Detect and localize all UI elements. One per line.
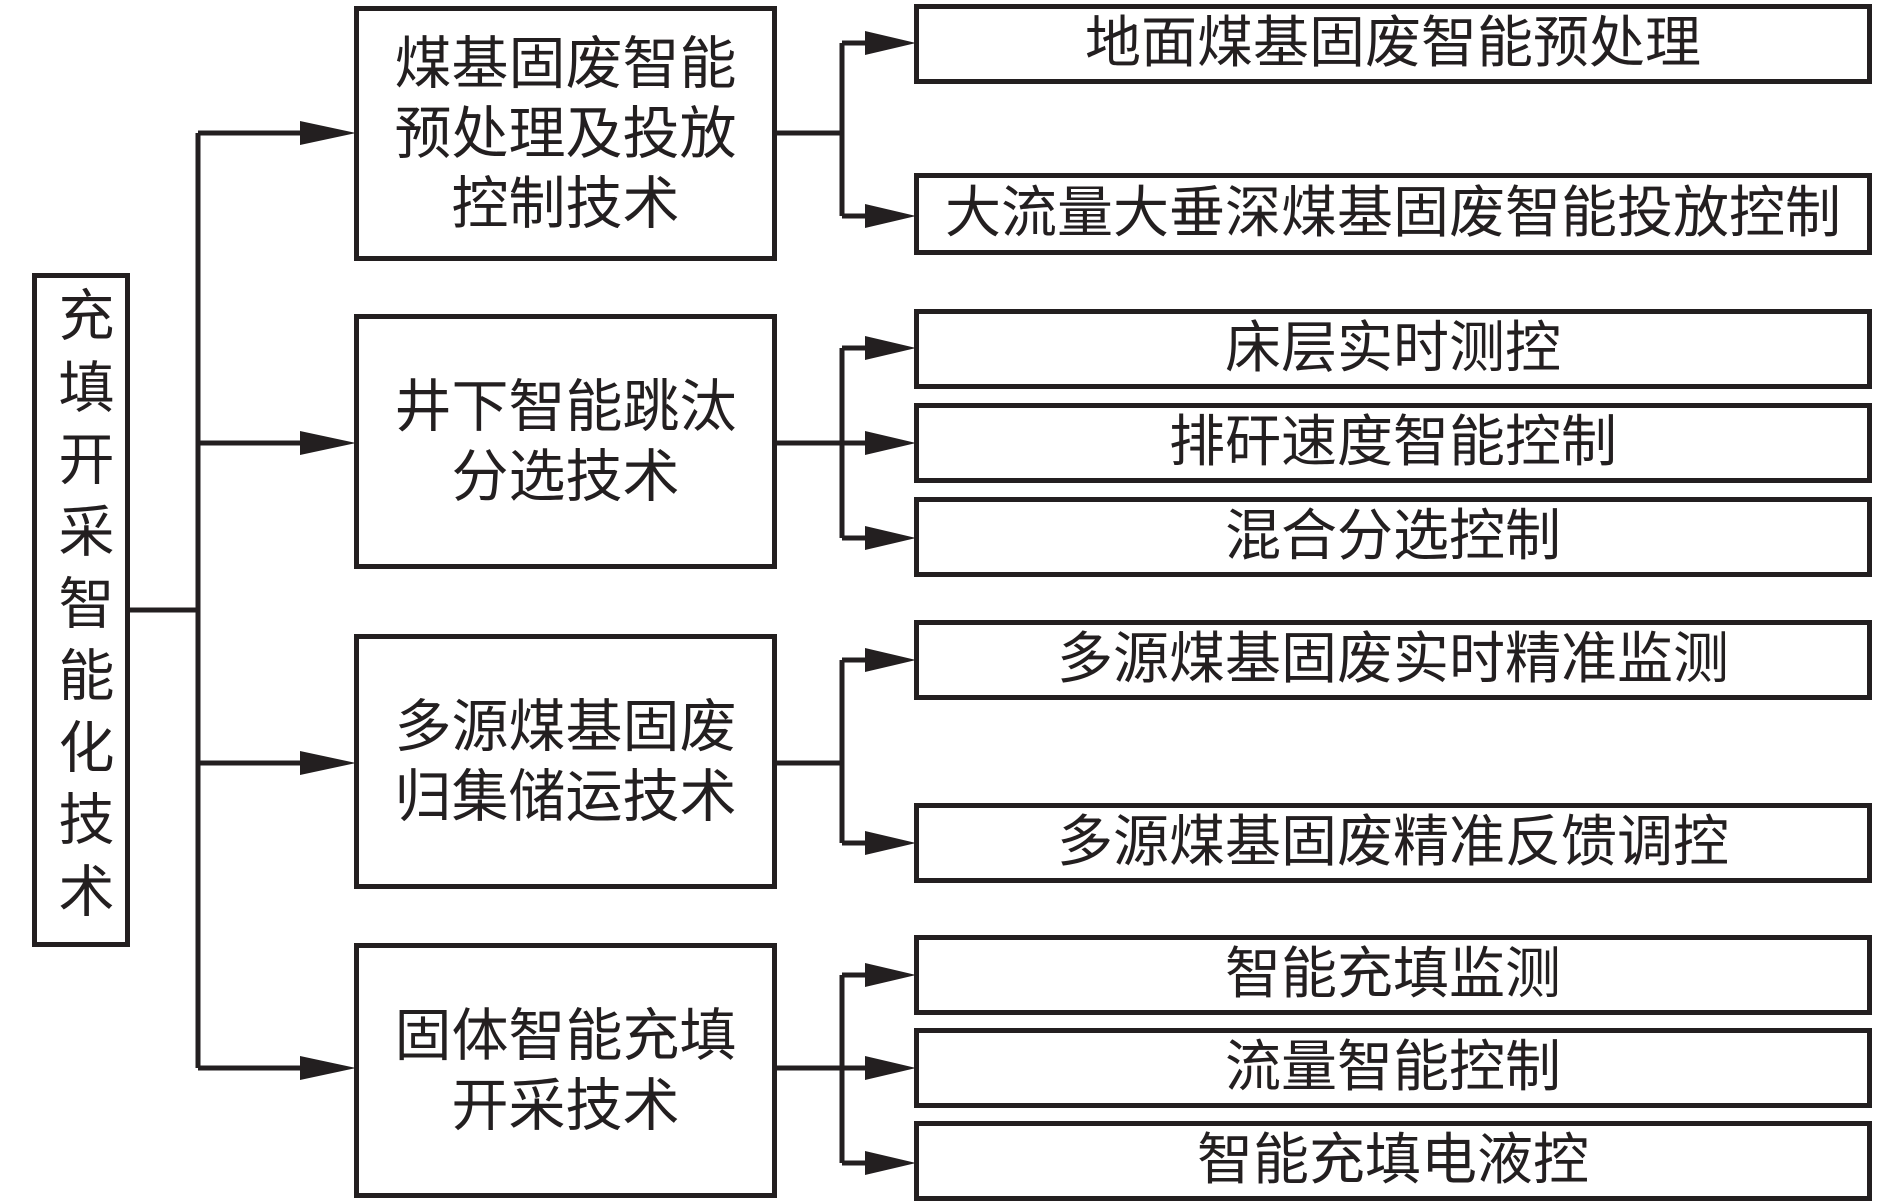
category-label: 多源煤基固废 归集储运技术 (394, 693, 737, 830)
leaf-node-4-3: 智能充填电液控 (914, 1121, 1872, 1201)
leaf-label: 多源煤基固废实时精准监测 (1057, 627, 1729, 692)
category-node-1: 煤基固废智能 预处理及投放 控制技术 (354, 6, 777, 261)
leaf-label: 地面煤基固废智能预处理 (1085, 11, 1701, 76)
category-node-2: 井下智能跳汰 分选技术 (354, 314, 777, 569)
leaf-label: 智能充填监测 (1225, 942, 1561, 1007)
leaf-label: 智能充填电液控 (1197, 1128, 1589, 1193)
leaf-label: 混合分选控制 (1225, 504, 1561, 569)
leaf-node-3-1: 多源煤基固废实时精准监测 (914, 620, 1872, 700)
leaf-node-2-1: 床层实时测控 (914, 309, 1872, 389)
leaf-node-3-2: 多源煤基固废精准反馈调控 (914, 803, 1872, 883)
leaf-node-1-2: 大流量大垂深煤基固废智能投放控制 (914, 173, 1872, 255)
leaf-node-4-1: 智能充填监测 (914, 935, 1872, 1015)
leaf-label: 排矸速度智能控制 (1169, 410, 1617, 475)
root-label: 充填开采智能化技术 (49, 286, 114, 934)
leaf-node-2-2: 排矸速度智能控制 (914, 403, 1872, 483)
root-node: 充填开采智能化技术 (32, 273, 130, 947)
leaf-label: 床层实时测控 (1225, 316, 1561, 381)
leaf-label: 大流量大垂深煤基固废智能投放控制 (945, 181, 1841, 246)
category-label: 煤基固废智能 预处理及投放 控制技术 (394, 30, 737, 237)
leaf-label: 流量智能控制 (1225, 1035, 1561, 1100)
leaf-node-2-3: 混合分选控制 (914, 497, 1872, 577)
leaf-label: 多源煤基固废精准反馈调控 (1057, 810, 1729, 875)
leaf-node-4-2: 流量智能控制 (914, 1028, 1872, 1108)
category-node-4: 固体智能充填 开采技术 (354, 943, 777, 1198)
leaf-node-1-1: 地面煤基固废智能预处理 (914, 4, 1872, 84)
category-label: 井下智能跳汰 分选技术 (394, 373, 737, 510)
category-label: 固体智能充填 开采技术 (394, 1002, 737, 1139)
category-node-3: 多源煤基固废 归集储运技术 (354, 634, 777, 889)
